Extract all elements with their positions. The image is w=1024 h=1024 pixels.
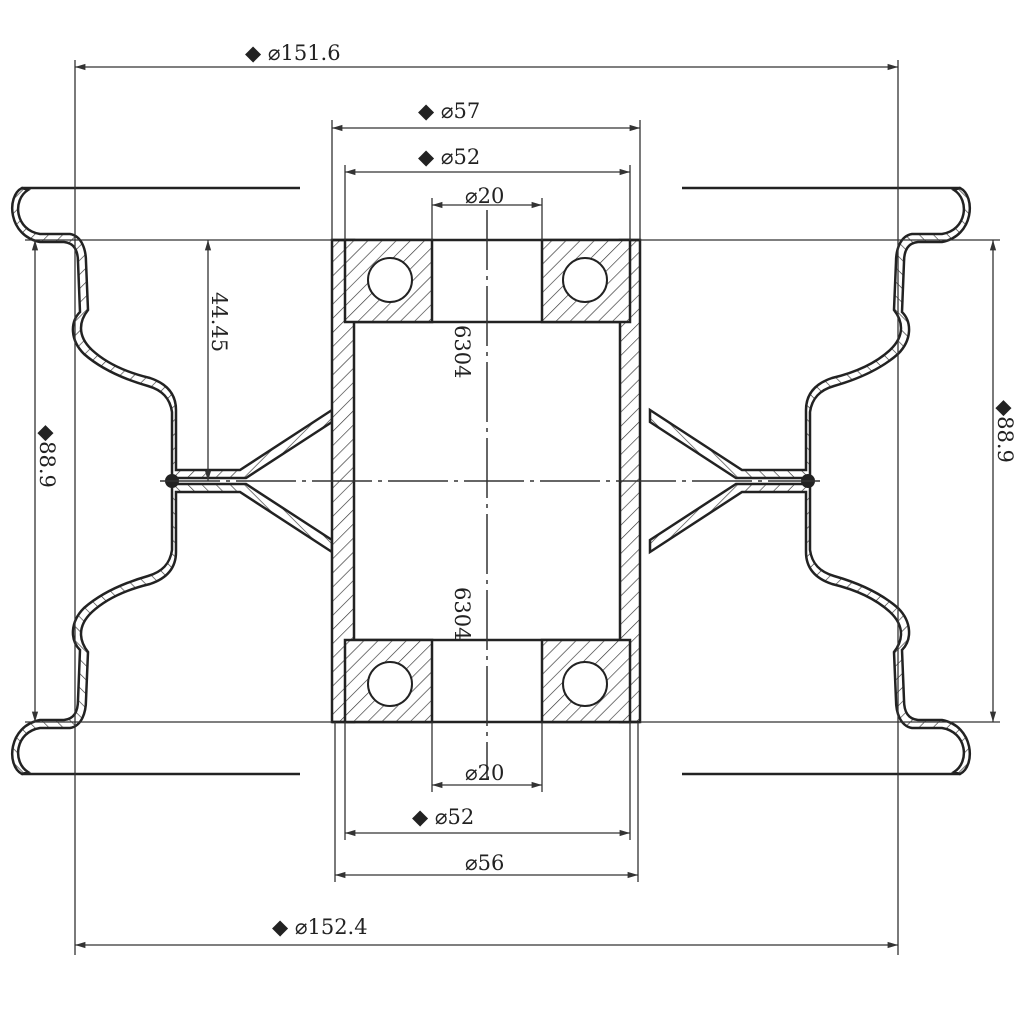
bearing-label-bottom: 6304	[450, 587, 474, 640]
dim-width-right: ◆88.9	[993, 400, 1017, 463]
dim-bearing-bottom: ◆ ⌀52	[412, 805, 474, 829]
rim-right-bottom	[648, 482, 972, 776]
bearing-label-top: 6304	[450, 325, 474, 378]
bearing-top	[343, 238, 632, 324]
rim-left-bottom	[10, 482, 334, 776]
dim-offset: 44.45	[207, 292, 231, 352]
dim-bore-bottom: ⌀20	[465, 761, 504, 785]
dim-width-left: ◆88.9	[35, 425, 59, 488]
dim-hub-bottom: ⌀56	[465, 851, 504, 875]
rim-right-top	[648, 186, 972, 480]
rim-left-top	[10, 186, 334, 480]
dim-outer-bottom: ◆ ⌀152.4	[272, 915, 368, 939]
dim-hub-top: ◆ ⌀57	[418, 99, 480, 123]
dim-bore-top: ⌀20	[465, 184, 504, 208]
dim-bearing-top: ◆ ⌀52	[418, 145, 480, 169]
dim-outer-top: ◆ ⌀151.6	[245, 41, 341, 65]
dimension-lines	[25, 60, 1000, 955]
bearing-bottom	[343, 638, 632, 724]
